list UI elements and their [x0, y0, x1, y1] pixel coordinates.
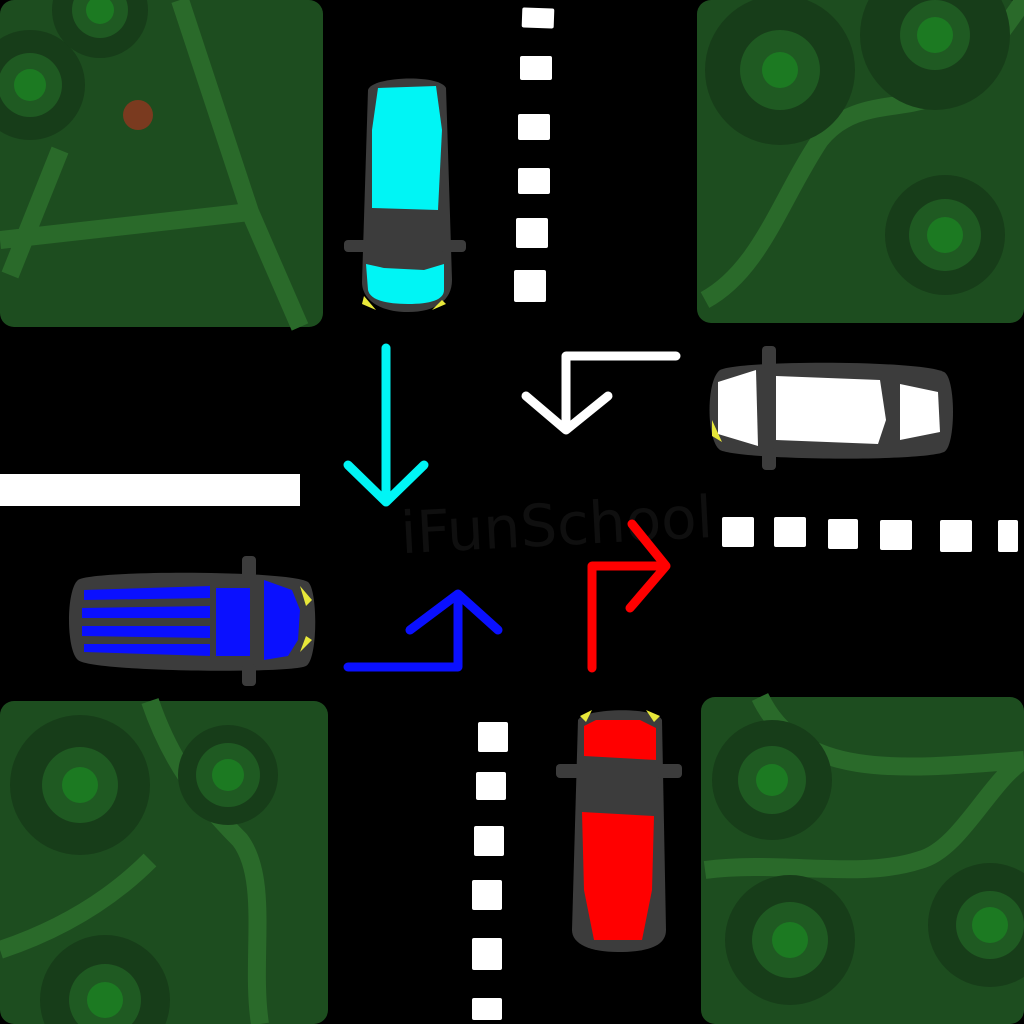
watermark: iFunSchool	[399, 483, 715, 567]
grass-bottom-left	[0, 698, 328, 1024]
grass-top-left	[0, 0, 323, 331]
lane-dashes-east	[722, 517, 1018, 552]
arrow-red-right	[587, 519, 671, 673]
arrow-white-left	[521, 351, 681, 435]
lane-dashes-north	[514, 7, 555, 302]
stop-line-west	[0, 474, 300, 506]
grass-top-right	[697, 0, 1024, 323]
car-cyan[interactable]	[344, 78, 466, 312]
car-white[interactable]	[709, 346, 954, 470]
arrow-blue-left	[343, 589, 503, 672]
car-red[interactable]	[556, 710, 682, 952]
grass-bottom-right	[701, 692, 1024, 1024]
lane-dashes-south	[472, 722, 508, 1020]
dirt-spot	[123, 100, 153, 130]
car-blue[interactable]	[69, 556, 316, 686]
arrow-cyan-straight	[343, 343, 429, 507]
